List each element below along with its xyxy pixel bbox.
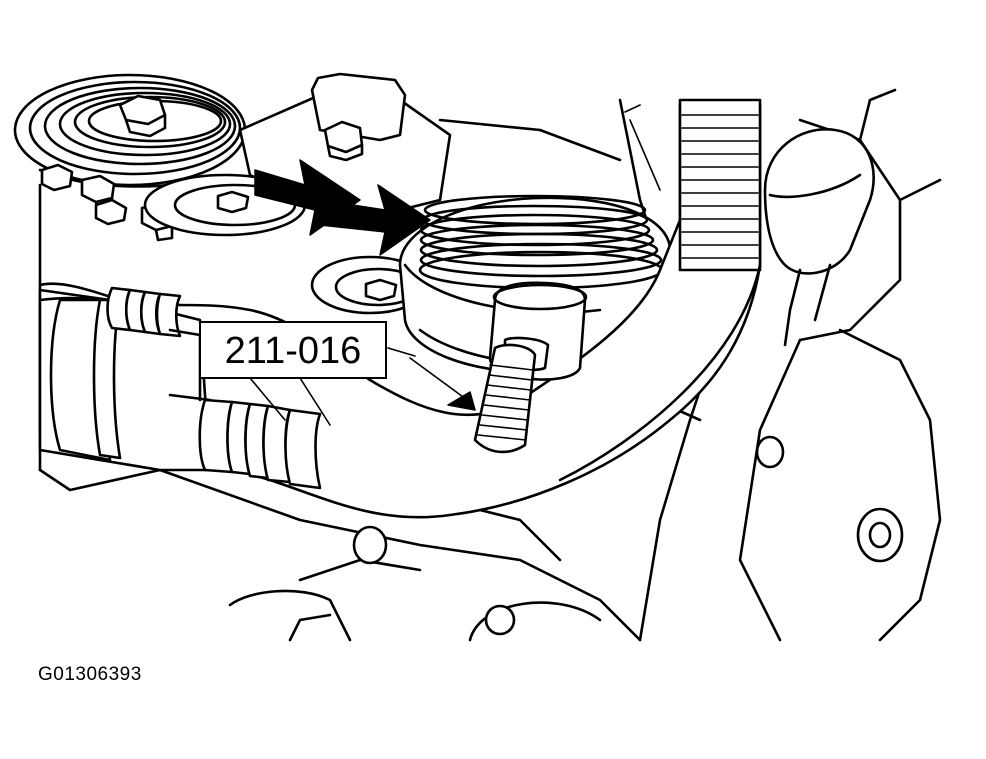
- bold-arrow-icon: [254, 159, 431, 256]
- puller-tool: [473, 281, 588, 454]
- idler-pulley-bracket: [143, 72, 452, 315]
- tool-number-label: 211-016: [225, 330, 362, 372]
- pointer-arrow-icon: [447, 391, 476, 411]
- reservoir-cap: [763, 128, 875, 347]
- tool-number-callout: 211-016: [199, 321, 387, 379]
- heater-hose: [38, 286, 322, 490]
- callout-leader: [249, 347, 416, 426]
- accessory-pulley: [13, 73, 247, 188]
- figure-id-label: G01306393: [38, 664, 142, 685]
